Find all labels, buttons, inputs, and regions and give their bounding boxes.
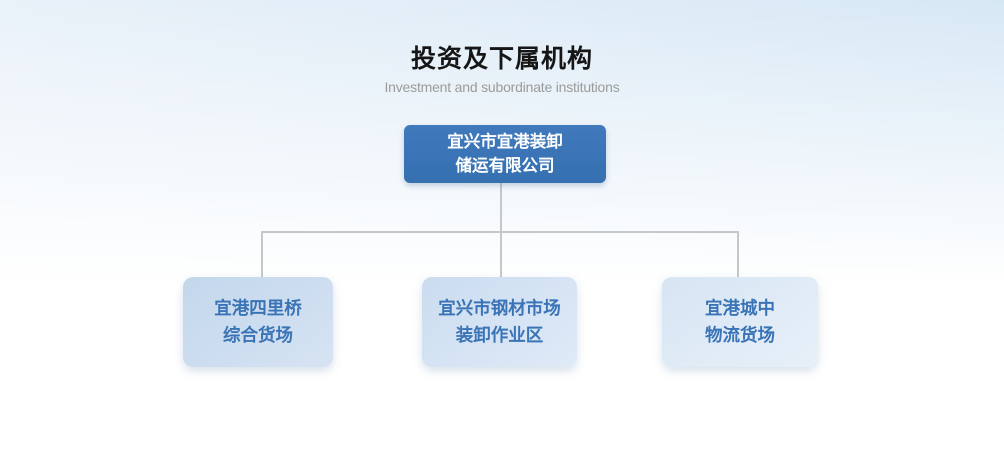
org-node-root-line2: 储运有限公司 bbox=[455, 157, 555, 175]
org-node-child-line2: 物流货场 bbox=[705, 325, 775, 345]
org-node-child-chengzhong: 宜港城中 物流货场 bbox=[662, 277, 818, 367]
connector-horizontal bbox=[261, 231, 739, 233]
org-node-child-line1: 宜兴市钢材市场 bbox=[438, 298, 561, 318]
org-node-child-line2: 综合货场 bbox=[223, 325, 293, 345]
org-node-child-siliqiao: 宜港四里桥 综合货场 bbox=[183, 277, 333, 367]
org-node-child-line2: 装卸作业区 bbox=[455, 325, 544, 345]
connector-drop-right bbox=[737, 231, 739, 277]
org-node-root: 宜兴市宜港装卸 储运有限公司 bbox=[404, 125, 606, 183]
section-header: 投资及下属机构 Investment and subordinate insti… bbox=[0, 44, 1004, 96]
connector-drop-left bbox=[261, 231, 263, 277]
org-node-root-line1: 宜兴市宜港装卸 bbox=[447, 133, 563, 151]
org-node-child-line1: 宜港四里桥 bbox=[214, 298, 302, 318]
page-subtitle: Investment and subordinate institutions bbox=[384, 79, 620, 95]
connector-root-stem bbox=[500, 183, 502, 277]
page-title: 投资及下属机构 bbox=[410, 45, 593, 73]
org-node-child-steel-market: 宜兴市钢材市场 装卸作业区 bbox=[422, 277, 577, 367]
org-node-child-line1: 宜港城中 bbox=[705, 298, 775, 318]
